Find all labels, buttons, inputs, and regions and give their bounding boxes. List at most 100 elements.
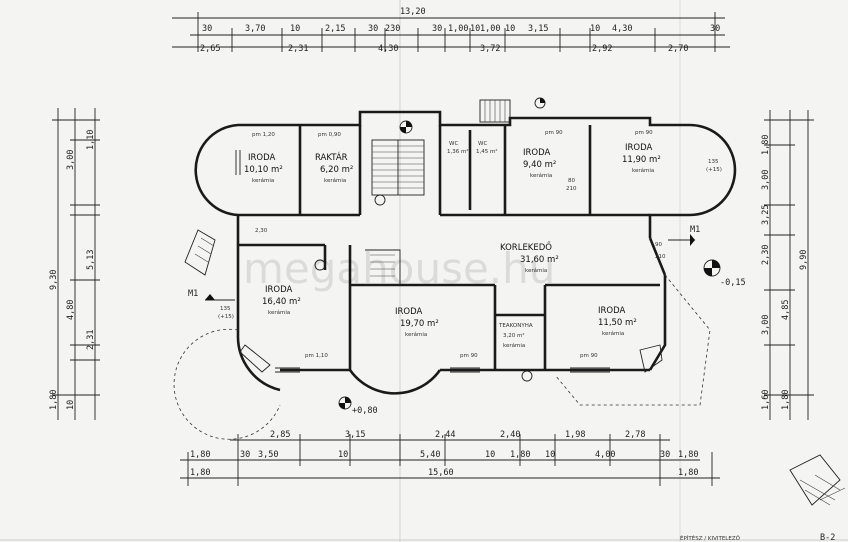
parapet-label: pm 0,90 [318,132,341,138]
room-korlekedo: KORLEKEDŐ 31,60 m² kerámia [500,242,559,274]
room-floor: kerámia [632,167,654,174]
room-floor: kerámia [530,172,552,179]
dim-label: 3,50 [258,450,278,460]
dim-label: 2,85 [270,430,290,440]
dim-label: 1,80 [761,135,771,155]
opening-annotations: pm 1,20 pm 0,90 pm 90 pm 90 pm 1,10 pm 9… [218,130,722,359]
dim-label: 5,13 [86,250,96,270]
room-floor: kerámia [525,267,547,274]
dim-label: 10 [338,450,348,460]
dim-label: 3,15 [345,430,365,440]
windows [235,150,610,373]
dim-label: 10 [590,24,600,34]
dim-label: 1,80 [781,390,791,410]
dim-label: 10 [290,24,300,34]
dim-label: 9,90 [799,250,809,270]
wc-area: 1,45 m² [476,148,498,155]
bottom-dimension-chain: 2,85 3,15 2,44 2,40 1,98 2,78 1,80 30 3,… [180,430,720,486]
section-marks: M1 M1 [188,225,700,301]
sheet-caption: ÉPÍTÉSZ / KIVITELEZŐ [680,534,741,542]
dim-label: 2,40 [500,430,520,440]
dim-label: 1,80 [190,468,210,478]
room-area: 9,40 m² [523,160,556,170]
room-area: 3,20 m² [503,332,525,339]
room-name: IRODA [265,285,292,295]
room-iroda-1: IRODA 10,10 m² kerámia [244,153,283,184]
section-label: M1 [188,289,198,299]
dim-label: 30 [660,450,670,460]
wc-name: WC [449,141,458,147]
room-area: 10,10 m² [244,165,283,175]
dim-label: 1,80 [49,390,59,410]
dim-label: 2,31 [288,44,308,54]
parapet-label: pm 90 [460,353,478,359]
dim-label: 2,30 [761,245,771,265]
dim-label: 2,15 [325,24,345,34]
dim-label: 15,60 [428,468,454,478]
room-area: 19,70 m² [400,319,439,329]
room-area: 11,90 m² [622,155,661,165]
room-iroda-4: IRODA 16,40 m² kerámia [262,285,301,316]
room-floor: kerámia [405,331,427,338]
room-name: RAKTÁR [315,151,348,163]
dim-label: 10 [505,24,515,34]
room-area: 6,20 m² [320,165,353,175]
room-floor: kerámia [503,342,525,349]
watermark: megahouse.hu [243,244,555,293]
door-label: 135 [708,159,719,165]
terrace-outlines [173,274,711,440]
dim-label: 4,00 [595,450,615,460]
room-name: IRODA [625,143,652,153]
room-floor: kerámia [268,309,290,316]
dim-label: 1,80 [510,450,530,460]
exterior-steps [184,229,663,373]
dim-label: 4,85 [781,300,791,320]
room-area: 16,40 m² [262,297,301,307]
dim-label: 30 [240,450,250,460]
door-label: (+15) [218,314,234,320]
section-label: M1 [690,225,700,235]
dim-label: 1,00 [480,24,500,34]
level-markers: -0,15 +0,80 [314,97,746,416]
dim-label: 2,31 [86,330,96,350]
room-name: IRODA [248,153,275,163]
dim-label: 1,80 [190,450,210,460]
exterior-walls [194,110,737,395]
door-label: 135 [220,306,231,312]
dim-label: 30 [368,24,378,34]
dim-label: 3,72 [480,44,500,54]
room-name: TEAKONYHA [498,323,533,329]
room-area: 11,50 m² [598,318,637,328]
right-dimension-chain: 1,80 3,00 3,25 2,30 3,00 1,60 4,85 9,90 … [761,110,814,420]
dim-label: 2,92 [592,44,612,54]
room-floor: kerámia [324,177,346,184]
dim-label: 30 [710,24,720,34]
dim-label: 10 [485,450,495,460]
door-label: 210 [566,186,577,192]
level-label: -0,15 [720,278,746,288]
dim-label: 3,15 [528,24,548,34]
door-label: 210 [655,254,666,260]
top-dimension-chain: 13,20 30 3,70 10 2,15 30 230 30 1,00 10 … [172,7,730,54]
dim-label: 2,70 [668,44,688,54]
staircase [365,99,511,286]
parapet-label: pm 90 [545,130,563,136]
parapet-label: pm 90 [580,353,598,359]
room-iroda-6: IRODA 11,50 m² kerámia [598,306,637,337]
dim-label: 3,00 [66,150,76,170]
north-arrow [789,454,846,506]
room-name: IRODA [598,306,625,316]
room-raktar: RAKTÁR 6,20 m² kerámia [315,151,353,184]
room-name: IRODA [523,148,550,158]
parapet-label: pm 1,10 [305,353,328,359]
dim-label: 5,40 [420,450,440,460]
wc-rooms: WC 1,36 m² WC 1,45 m² [447,141,498,155]
room-iroda-2: IRODA 9,40 m² kerámia [523,148,556,179]
door-label: 80 [568,178,575,184]
wc-name: WC [478,141,487,147]
room-teakonyha: TEAKONYHA 3,20 m² kerámia [498,323,533,349]
dim-label: 30 [202,24,212,34]
parapet-label: pm 1,20 [252,132,275,138]
room-area: 31,60 m² [520,255,559,265]
